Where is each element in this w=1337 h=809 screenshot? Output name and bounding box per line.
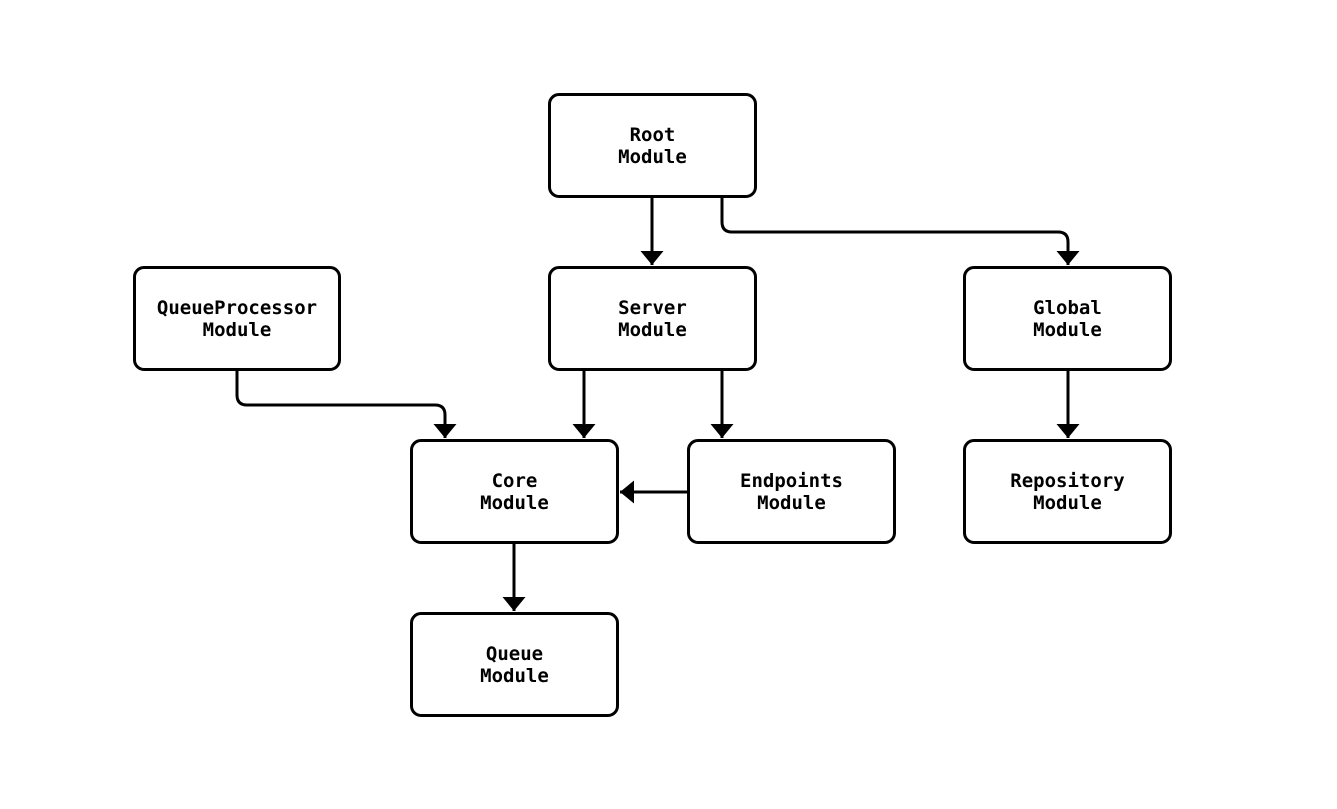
node-label: Core (491, 469, 538, 492)
node-label: Module (480, 491, 549, 514)
node-label: QueueProcessor (156, 296, 318, 319)
edge-queueprocessor-to-core (235, 371, 457, 438)
node-label: Module (1033, 318, 1102, 341)
node-label: Module (757, 491, 826, 514)
node-label: Endpoints (740, 469, 843, 492)
node-label: Module (480, 664, 549, 687)
node-label: Server (618, 296, 687, 319)
node-label: Queue (485, 642, 544, 665)
node-label: Module (202, 318, 272, 341)
node-label: Module (1033, 491, 1102, 514)
node-label: Global (1033, 296, 1102, 319)
edge-root-to-global (720, 198, 1080, 265)
node-label: Module (618, 318, 687, 341)
node-label: Repository (1010, 469, 1125, 492)
node-label: Module (618, 145, 687, 168)
node-label: Root (629, 123, 676, 146)
